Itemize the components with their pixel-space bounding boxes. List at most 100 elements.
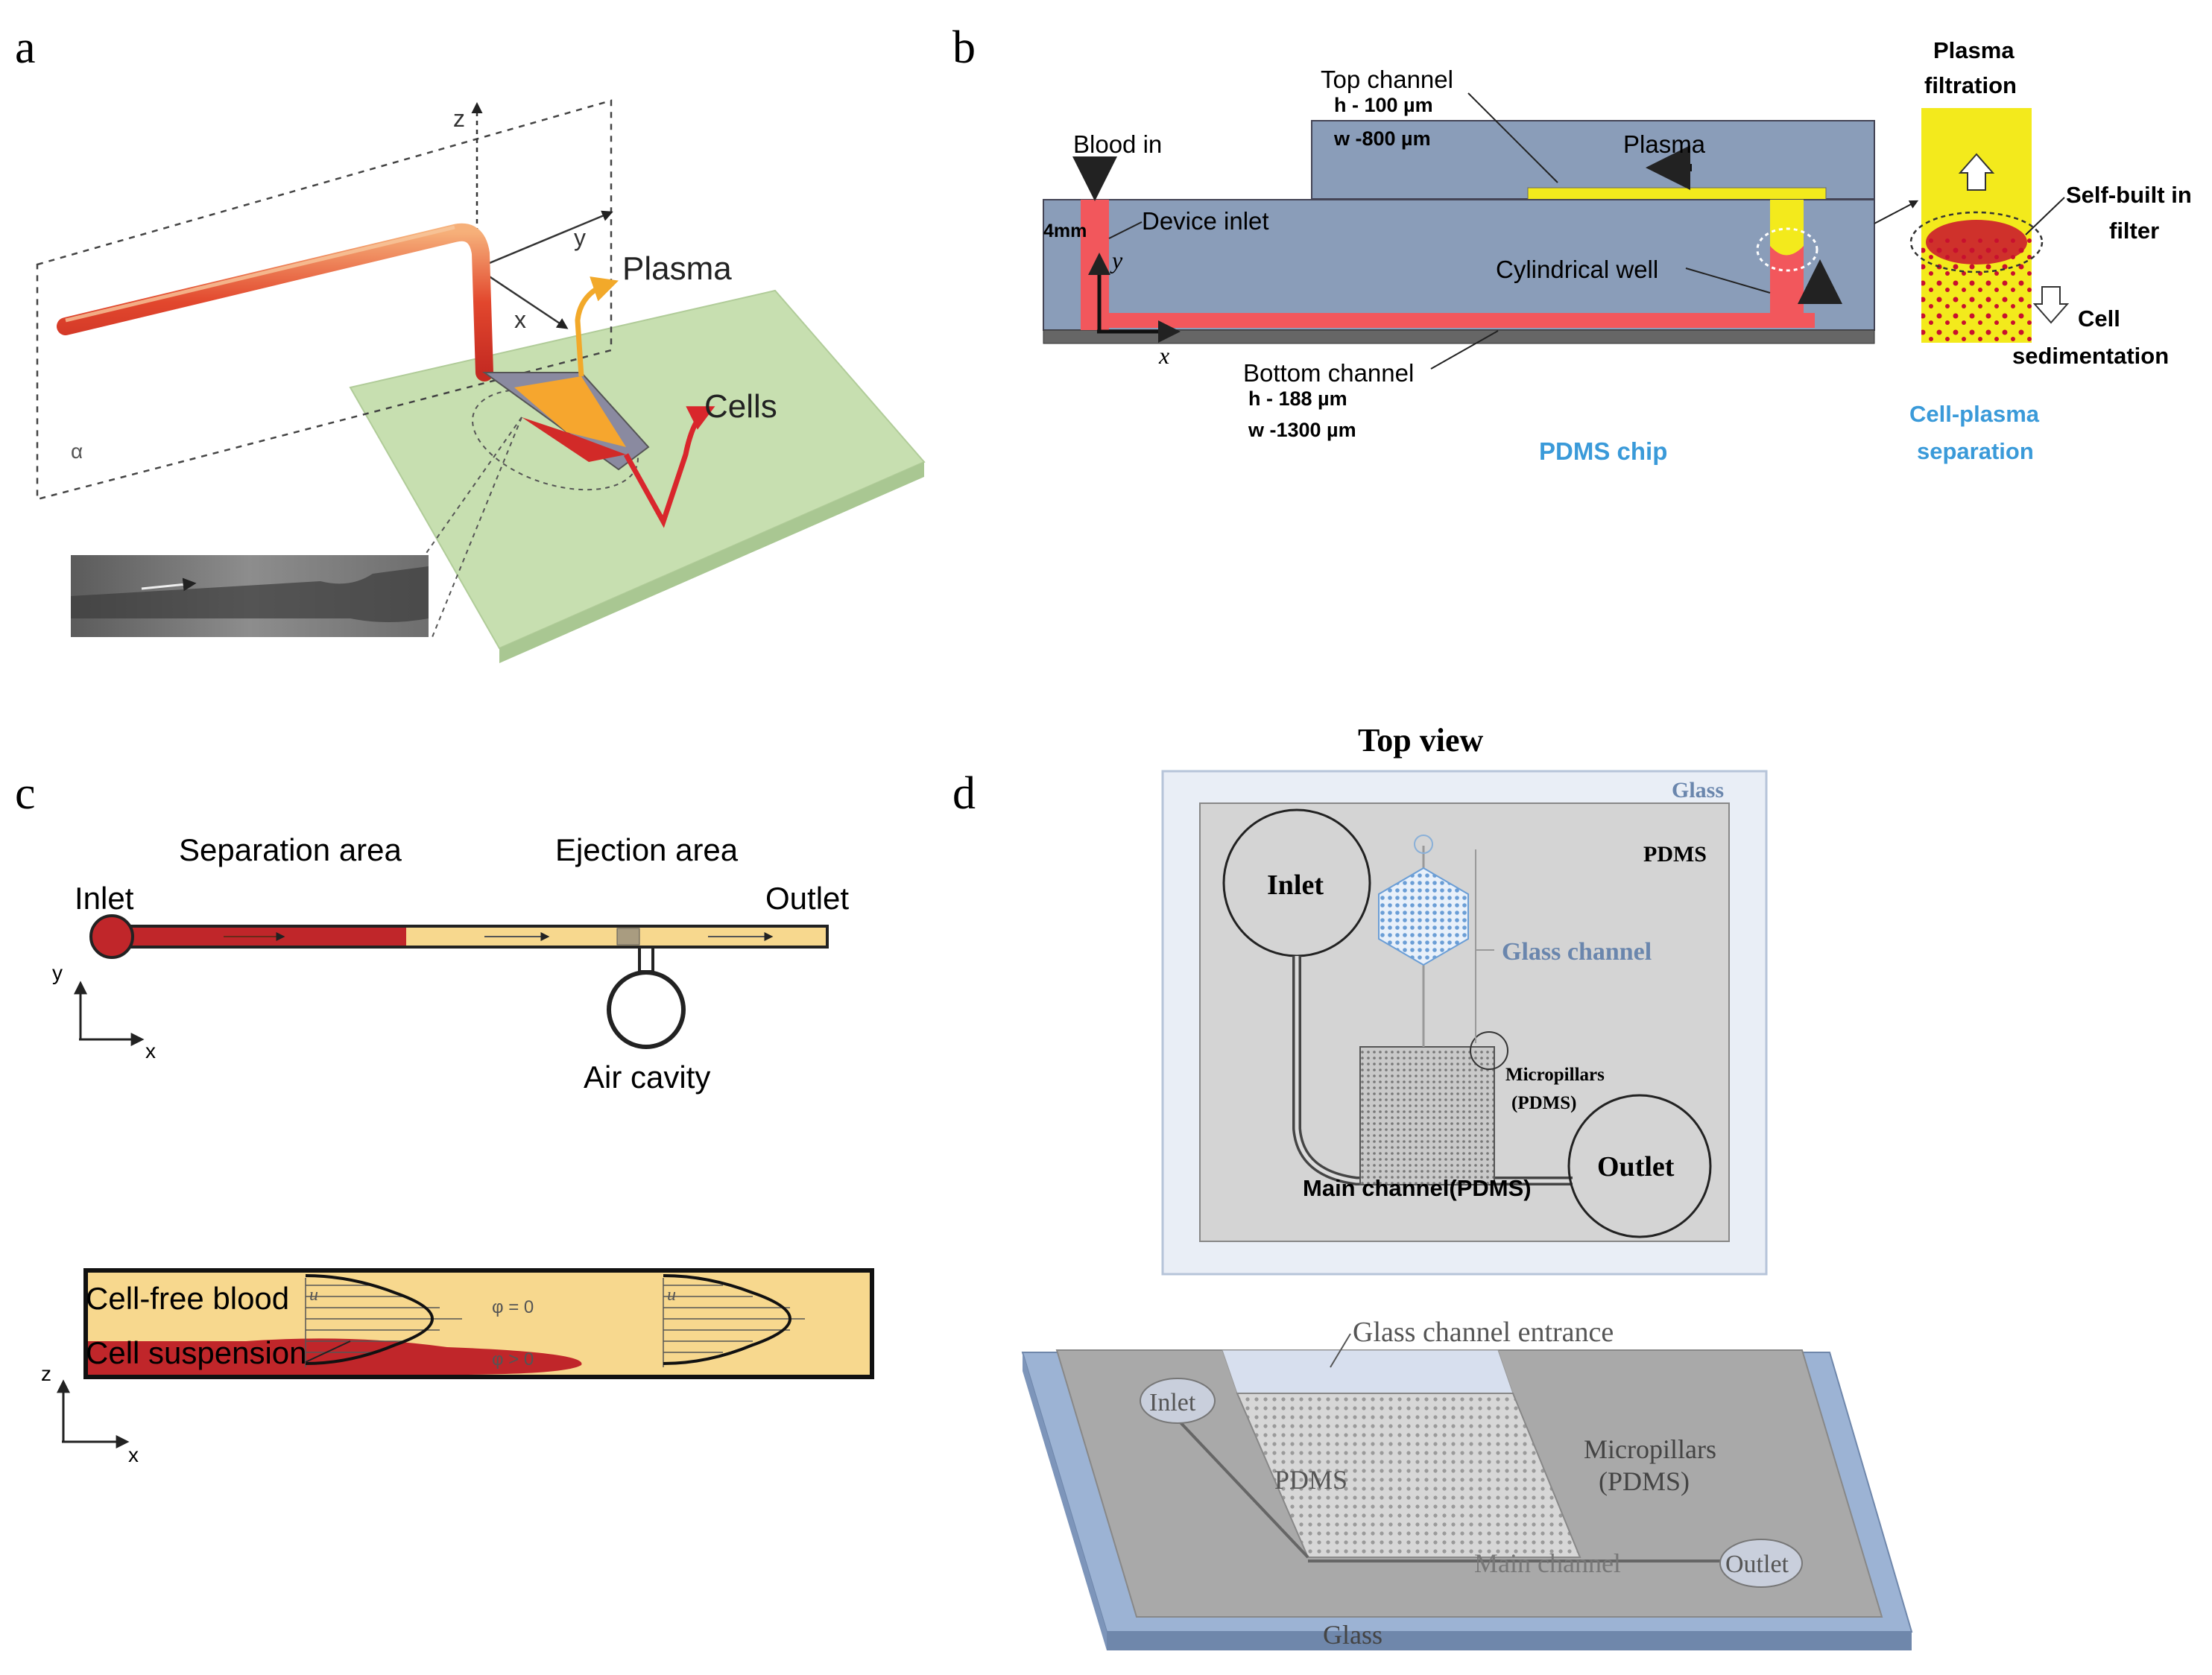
panel-label-b: b xyxy=(952,22,976,73)
outlet-label-d: Outlet xyxy=(1597,1151,1675,1182)
inlet-label-c: Inlet xyxy=(75,881,134,916)
y-axis-label: y xyxy=(574,224,586,251)
self-built-label-1: Self-built in xyxy=(2066,182,2192,208)
ejection-zone xyxy=(616,928,640,946)
velocity-curve-2 xyxy=(663,1274,791,1365)
panel-d: Top view Glass PDMS Inlet Glass channel … xyxy=(1021,722,1913,1650)
blood-in-label: Blood in xyxy=(1073,130,1162,158)
top-view-title: Top view xyxy=(1358,722,1484,759)
inset-guide-line-1 xyxy=(424,417,522,556)
outlet-3d-well xyxy=(1719,1539,1803,1588)
filtration-up-arrow xyxy=(1958,153,1995,191)
cell-suspension-leader xyxy=(305,1340,351,1363)
z-axis-label: z xyxy=(453,105,465,132)
micropillar-zoom-circle xyxy=(1470,1031,1508,1070)
x-axis xyxy=(476,267,569,329)
panel-a: α z y x Plasma Cells xyxy=(36,99,926,663)
b-x-axis-label: x xyxy=(1158,342,1169,369)
top-channel-leader xyxy=(1467,92,1558,183)
micropillars-label-1: Micropillars xyxy=(1505,1065,1605,1085)
self-built-leader xyxy=(2025,197,2065,235)
glass-channel-entrance-label: Glass channel entrance xyxy=(1353,1317,1614,1348)
device-inlet-leader xyxy=(1108,221,1143,239)
device-inlet-channel xyxy=(1081,200,1109,330)
x-axis-label: x xyxy=(514,306,526,333)
b-y-axis-label: y xyxy=(1110,247,1123,273)
bottom-channel-label: Bottom channel xyxy=(1243,359,1414,387)
device-inlet-label: Device inlet xyxy=(1142,207,1269,235)
separation-label-2: separation xyxy=(1917,438,2034,464)
blood-tube-highlight xyxy=(65,225,455,323)
micropillars-label-2: (PDMS) xyxy=(1511,1093,1576,1113)
alpha-label: α xyxy=(71,440,83,463)
bottom-channel-leader xyxy=(1430,330,1499,370)
c-top-x-label: x xyxy=(145,1039,156,1063)
glass-3d-label: Glass xyxy=(1323,1620,1382,1650)
bottom-channel-h: h - 188 µm xyxy=(1248,387,1347,410)
outlet-3d-label: Outlet xyxy=(1725,1551,1789,1578)
glass-3d-side xyxy=(1023,1352,1107,1650)
plasma-label: Plasma xyxy=(622,250,732,287)
inlet-3d-well xyxy=(1140,1378,1216,1424)
inlet-label-d: Inlet xyxy=(1267,870,1324,901)
phi-zero-label: φ = 0 xyxy=(492,1297,534,1317)
c-bottom-z-label: z xyxy=(41,1362,51,1385)
plasma-well-top xyxy=(1770,200,1804,256)
entrance-leader xyxy=(1330,1333,1351,1368)
inlet-3d-label: Inlet xyxy=(1149,1389,1196,1416)
glass-channel-hexagon xyxy=(1378,867,1469,966)
c-bottom-x-label: x xyxy=(128,1443,139,1466)
inlet-reservoir xyxy=(89,914,134,959)
cell-region xyxy=(522,417,626,462)
main-channel-3d-label: Main channel xyxy=(1474,1548,1621,1578)
u-label-1: u xyxy=(309,1285,318,1305)
glass-substrate xyxy=(1043,329,1875,344)
dim-4mm-label: 4mm xyxy=(1043,221,1087,241)
y-axis xyxy=(476,210,613,270)
plasma-top-channel xyxy=(1527,187,1827,200)
plasma-filtration-label-1: Plasma xyxy=(1933,37,2014,63)
micropillars-3d-label-2: (PDMS) xyxy=(1599,1466,1690,1496)
separation-label-1: Cell-plasma xyxy=(1909,401,2040,427)
sedimentation-down-arrow xyxy=(2032,286,2070,324)
top-channel-h: h - 100 µm xyxy=(1334,94,1433,116)
panel-label-c: c xyxy=(15,768,36,819)
filter-cell-cluster xyxy=(1926,220,2027,265)
plasma-label-b: Plasma xyxy=(1623,130,1706,158)
micropillar-block xyxy=(1359,1046,1495,1185)
air-cavity-stem xyxy=(638,946,654,973)
panel-b: y x Top channel h - 100 µm w -800 µm Blo… xyxy=(1043,37,2192,465)
phi-positive-label: φ > 0 xyxy=(492,1349,534,1370)
cell-free-blood-label: Cell-free blood xyxy=(86,1281,289,1316)
cylindrical-well-label: Cylindrical well xyxy=(1496,256,1658,283)
bottom-blood-channel xyxy=(1081,313,1815,328)
self-built-label-2: filter xyxy=(2109,218,2159,244)
cell-suspension-label: Cell suspension xyxy=(86,1335,307,1370)
micropillar-field-3d xyxy=(1236,1393,1581,1558)
well-highlight-ellipse xyxy=(1756,227,1818,272)
plasma-outlet xyxy=(575,276,619,377)
panel-label-d: d xyxy=(952,768,976,819)
cylindrical-well-leader xyxy=(1685,267,1771,294)
panel-c: Separation area Ejection area Inlet Outl… xyxy=(41,832,874,1466)
ejection-area-label: Ejection area xyxy=(555,832,739,867)
velocity-profile-1 xyxy=(305,1278,462,1367)
cell-sed-label-1: Cell xyxy=(2078,305,2120,332)
air-cavity-label: Air cavity xyxy=(584,1060,710,1095)
panel-label-a: a xyxy=(15,22,36,73)
micropillars-3d-label-1: Micropillars xyxy=(1584,1434,1716,1464)
pdms-label-top: PDMS xyxy=(1643,842,1707,867)
pdms-3d-label: PDMS xyxy=(1274,1465,1347,1495)
air-cavity-circle xyxy=(607,970,686,1049)
dashed-plane xyxy=(36,99,613,501)
glass-channel-label: Glass channel xyxy=(1502,938,1652,966)
cell-suspension-layer xyxy=(88,1338,582,1375)
blood-tube xyxy=(57,223,493,381)
pdms-chip-label: PDMS chip xyxy=(1539,437,1667,465)
cells-label: Cells xyxy=(704,388,777,425)
glass-label-top: Glass xyxy=(1672,778,1724,802)
top-channel-block xyxy=(1311,120,1875,200)
zoom-arrow xyxy=(1874,200,1919,224)
inset-guide-line-2 xyxy=(432,417,522,638)
